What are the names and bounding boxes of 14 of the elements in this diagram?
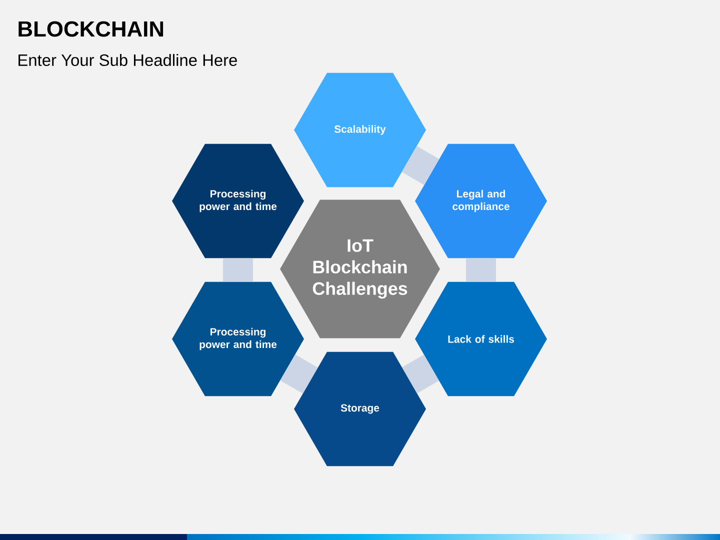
connector-band [402,354,439,394]
connector-band [223,258,253,282]
hexagon: Storage [294,352,426,466]
subtitle: Enter Your Sub Headline Here [18,54,237,66]
hexagon: Processing power and time [172,282,304,396]
hexagon: Processing power and time [172,144,304,258]
connector-band [280,354,318,394]
center-hexagon: IoT Blockchain Challenges [280,200,440,338]
hexagon: Scalability [294,72,426,188]
connector-band [402,146,440,185]
hexagon: Lack of skills [415,282,547,396]
hexagon: Legal and compliance [415,144,547,258]
title: BLOCKCHAIN [18,21,164,37]
connector-band [466,258,496,282]
